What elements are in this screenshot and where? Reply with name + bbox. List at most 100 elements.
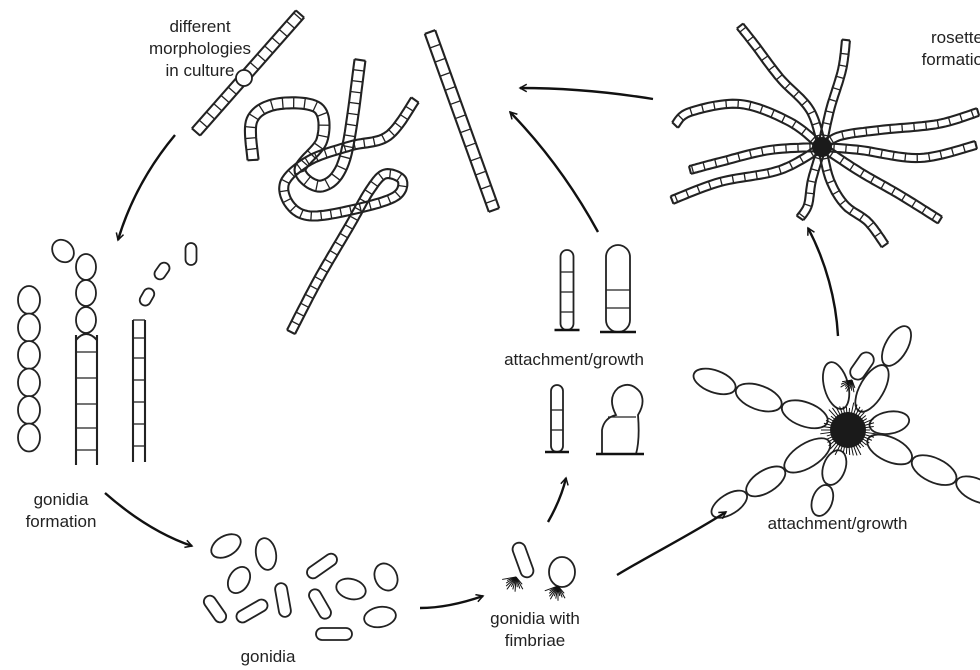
- cross-wall: [406, 106, 414, 111]
- rod-cell: [274, 582, 292, 618]
- cross-wall: [926, 122, 927, 130]
- filament: [279, 97, 419, 334]
- cross-wall: [697, 186, 700, 193]
- chain-oval-cell: [18, 396, 40, 424]
- label-line: formation: [897, 49, 980, 71]
- holdfast-core: [830, 412, 866, 448]
- filament-end: [248, 160, 259, 161]
- cross-wall: [313, 101, 318, 111]
- cross-wall: [800, 156, 804, 163]
- cross-wall: [400, 115, 408, 120]
- cross-wall: [929, 153, 930, 161]
- filament-end: [355, 59, 366, 61]
- filament-end: [287, 330, 295, 334]
- filament: [425, 30, 499, 212]
- attached-pair-outline: [602, 385, 643, 454]
- cross-wall: [344, 135, 355, 137]
- filament-wall: [425, 34, 489, 212]
- cross-wall: [826, 111, 834, 113]
- cross-wall: [678, 115, 684, 121]
- oval-cell: [223, 563, 254, 597]
- cross-wall: [364, 139, 365, 148]
- cross-wall: [340, 156, 351, 159]
- cross-wall: [829, 99, 837, 101]
- cross-wall: [869, 148, 870, 156]
- cross-wall: [378, 173, 383, 180]
- filament-end: [192, 128, 200, 135]
- cross-wall: [465, 143, 475, 147]
- cross-wall: [902, 124, 903, 132]
- stack-outline: [561, 250, 574, 330]
- cross-wall: [330, 210, 331, 219]
- star-arm-cell: [863, 428, 917, 470]
- arrow-fimbriae-to-star: [617, 512, 726, 575]
- cross-wall: [321, 211, 322, 220]
- cross-wall: [932, 213, 936, 220]
- cross-wall: [353, 70, 364, 71]
- cross-wall: [738, 153, 740, 161]
- cross-wall: [336, 165, 346, 170]
- cross-wall: [371, 181, 378, 186]
- cross-wall: [221, 95, 229, 102]
- cross-wall: [460, 129, 470, 133]
- label-attachment-growth-center: attachment/growth: [484, 349, 664, 371]
- arrow-culture-to-formation: [118, 135, 175, 240]
- cross-wall: [350, 91, 361, 92]
- cross-wall: [905, 153, 906, 161]
- cross-wall: [859, 214, 864, 221]
- cross-wall: [842, 131, 844, 139]
- cross-wall: [397, 174, 402, 181]
- cross-wall: [245, 127, 256, 128]
- chain-oval-cell: [18, 424, 40, 452]
- cross-wall: [349, 102, 360, 103]
- star-arm-cell: [741, 460, 790, 502]
- cross-wall: [891, 188, 895, 195]
- star-arm-cell: [690, 364, 739, 400]
- fimbriated-rod: [511, 541, 536, 579]
- cross-wall: [440, 72, 450, 76]
- cross-wall: [331, 174, 340, 181]
- cross-wall: [350, 216, 358, 220]
- cross-wall: [827, 180, 834, 183]
- label-line: different: [110, 16, 290, 38]
- cross-wall: [756, 171, 757, 179]
- label-line: gonidia: [0, 489, 122, 511]
- holdfast-hub: [812, 137, 832, 157]
- cross-wall: [369, 201, 371, 210]
- cell-column: [133, 320, 145, 462]
- cross-wall: [914, 123, 915, 131]
- cross-wall: [744, 173, 745, 181]
- cross-wall: [902, 194, 906, 201]
- cross-wall: [738, 100, 739, 108]
- cross-wall: [840, 157, 844, 164]
- arrow-star-to-rosette: [808, 228, 838, 336]
- chain-oval-cell: [76, 280, 96, 306]
- cross-wall: [749, 102, 751, 110]
- cross-wall: [304, 98, 305, 109]
- cross-wall: [854, 129, 855, 137]
- cross-wall: [335, 242, 343, 247]
- cross-wall: [871, 176, 875, 183]
- cell-column: [76, 334, 97, 465]
- attached-cell-stack: [545, 385, 569, 452]
- filament-end: [882, 243, 889, 248]
- cross-wall: [245, 138, 256, 139]
- cross-wall: [378, 198, 381, 207]
- cross-wall: [389, 130, 395, 137]
- cross-wall: [283, 198, 291, 202]
- cross-wall: [714, 102, 715, 110]
- cross-wall: [768, 169, 770, 177]
- arrow-attachment-to-culture: [510, 112, 598, 232]
- label-attachment-growth-right: attachment/growth: [745, 513, 930, 535]
- filament-wall: [818, 148, 882, 247]
- cross-wall: [316, 180, 318, 191]
- cross-wall: [471, 157, 481, 161]
- cross-wall: [430, 44, 440, 48]
- cross-wall: [779, 166, 781, 174]
- rod-cell: [234, 597, 269, 624]
- cross-wall: [334, 146, 337, 155]
- cross-wall: [387, 195, 390, 203]
- stack-outline: [551, 385, 563, 452]
- star-arm-cell: [868, 408, 911, 437]
